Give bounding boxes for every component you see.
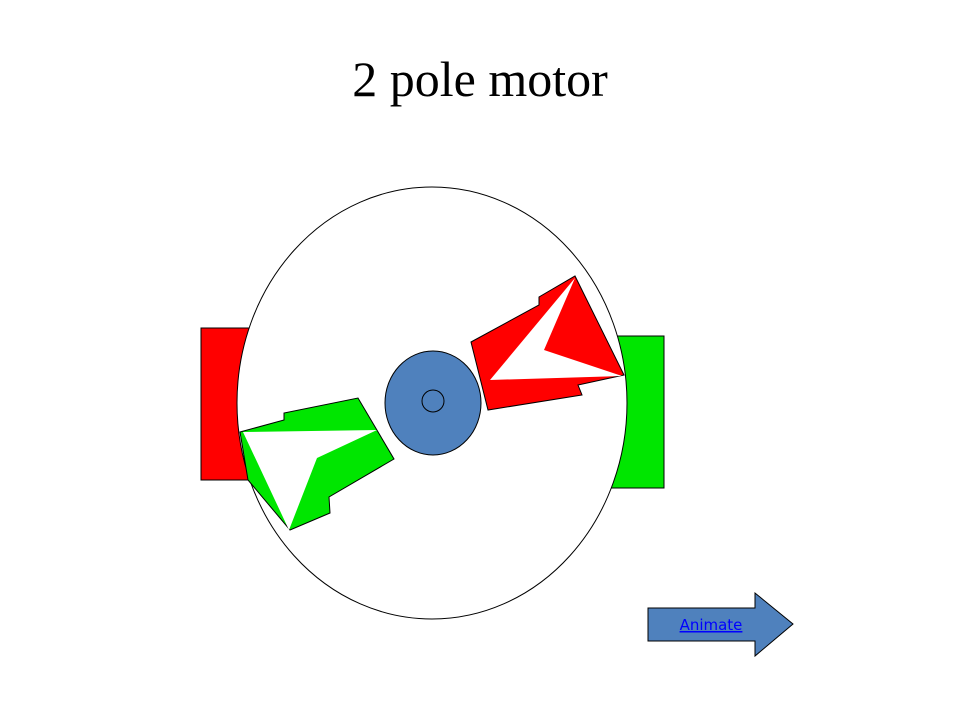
- rotor-shaft: [384, 350, 482, 456]
- right-arrow-icon: [647, 591, 794, 658]
- rotor-arm-red: [470, 275, 625, 411]
- shaft-center: [421, 389, 445, 413]
- animate-label[interactable]: Animate: [680, 616, 743, 634]
- rotor-arm-green: [239, 397, 395, 531]
- slide-title: 2 pole motor: [352, 51, 608, 107]
- animate-button[interactable]: Animate: [647, 591, 794, 658]
